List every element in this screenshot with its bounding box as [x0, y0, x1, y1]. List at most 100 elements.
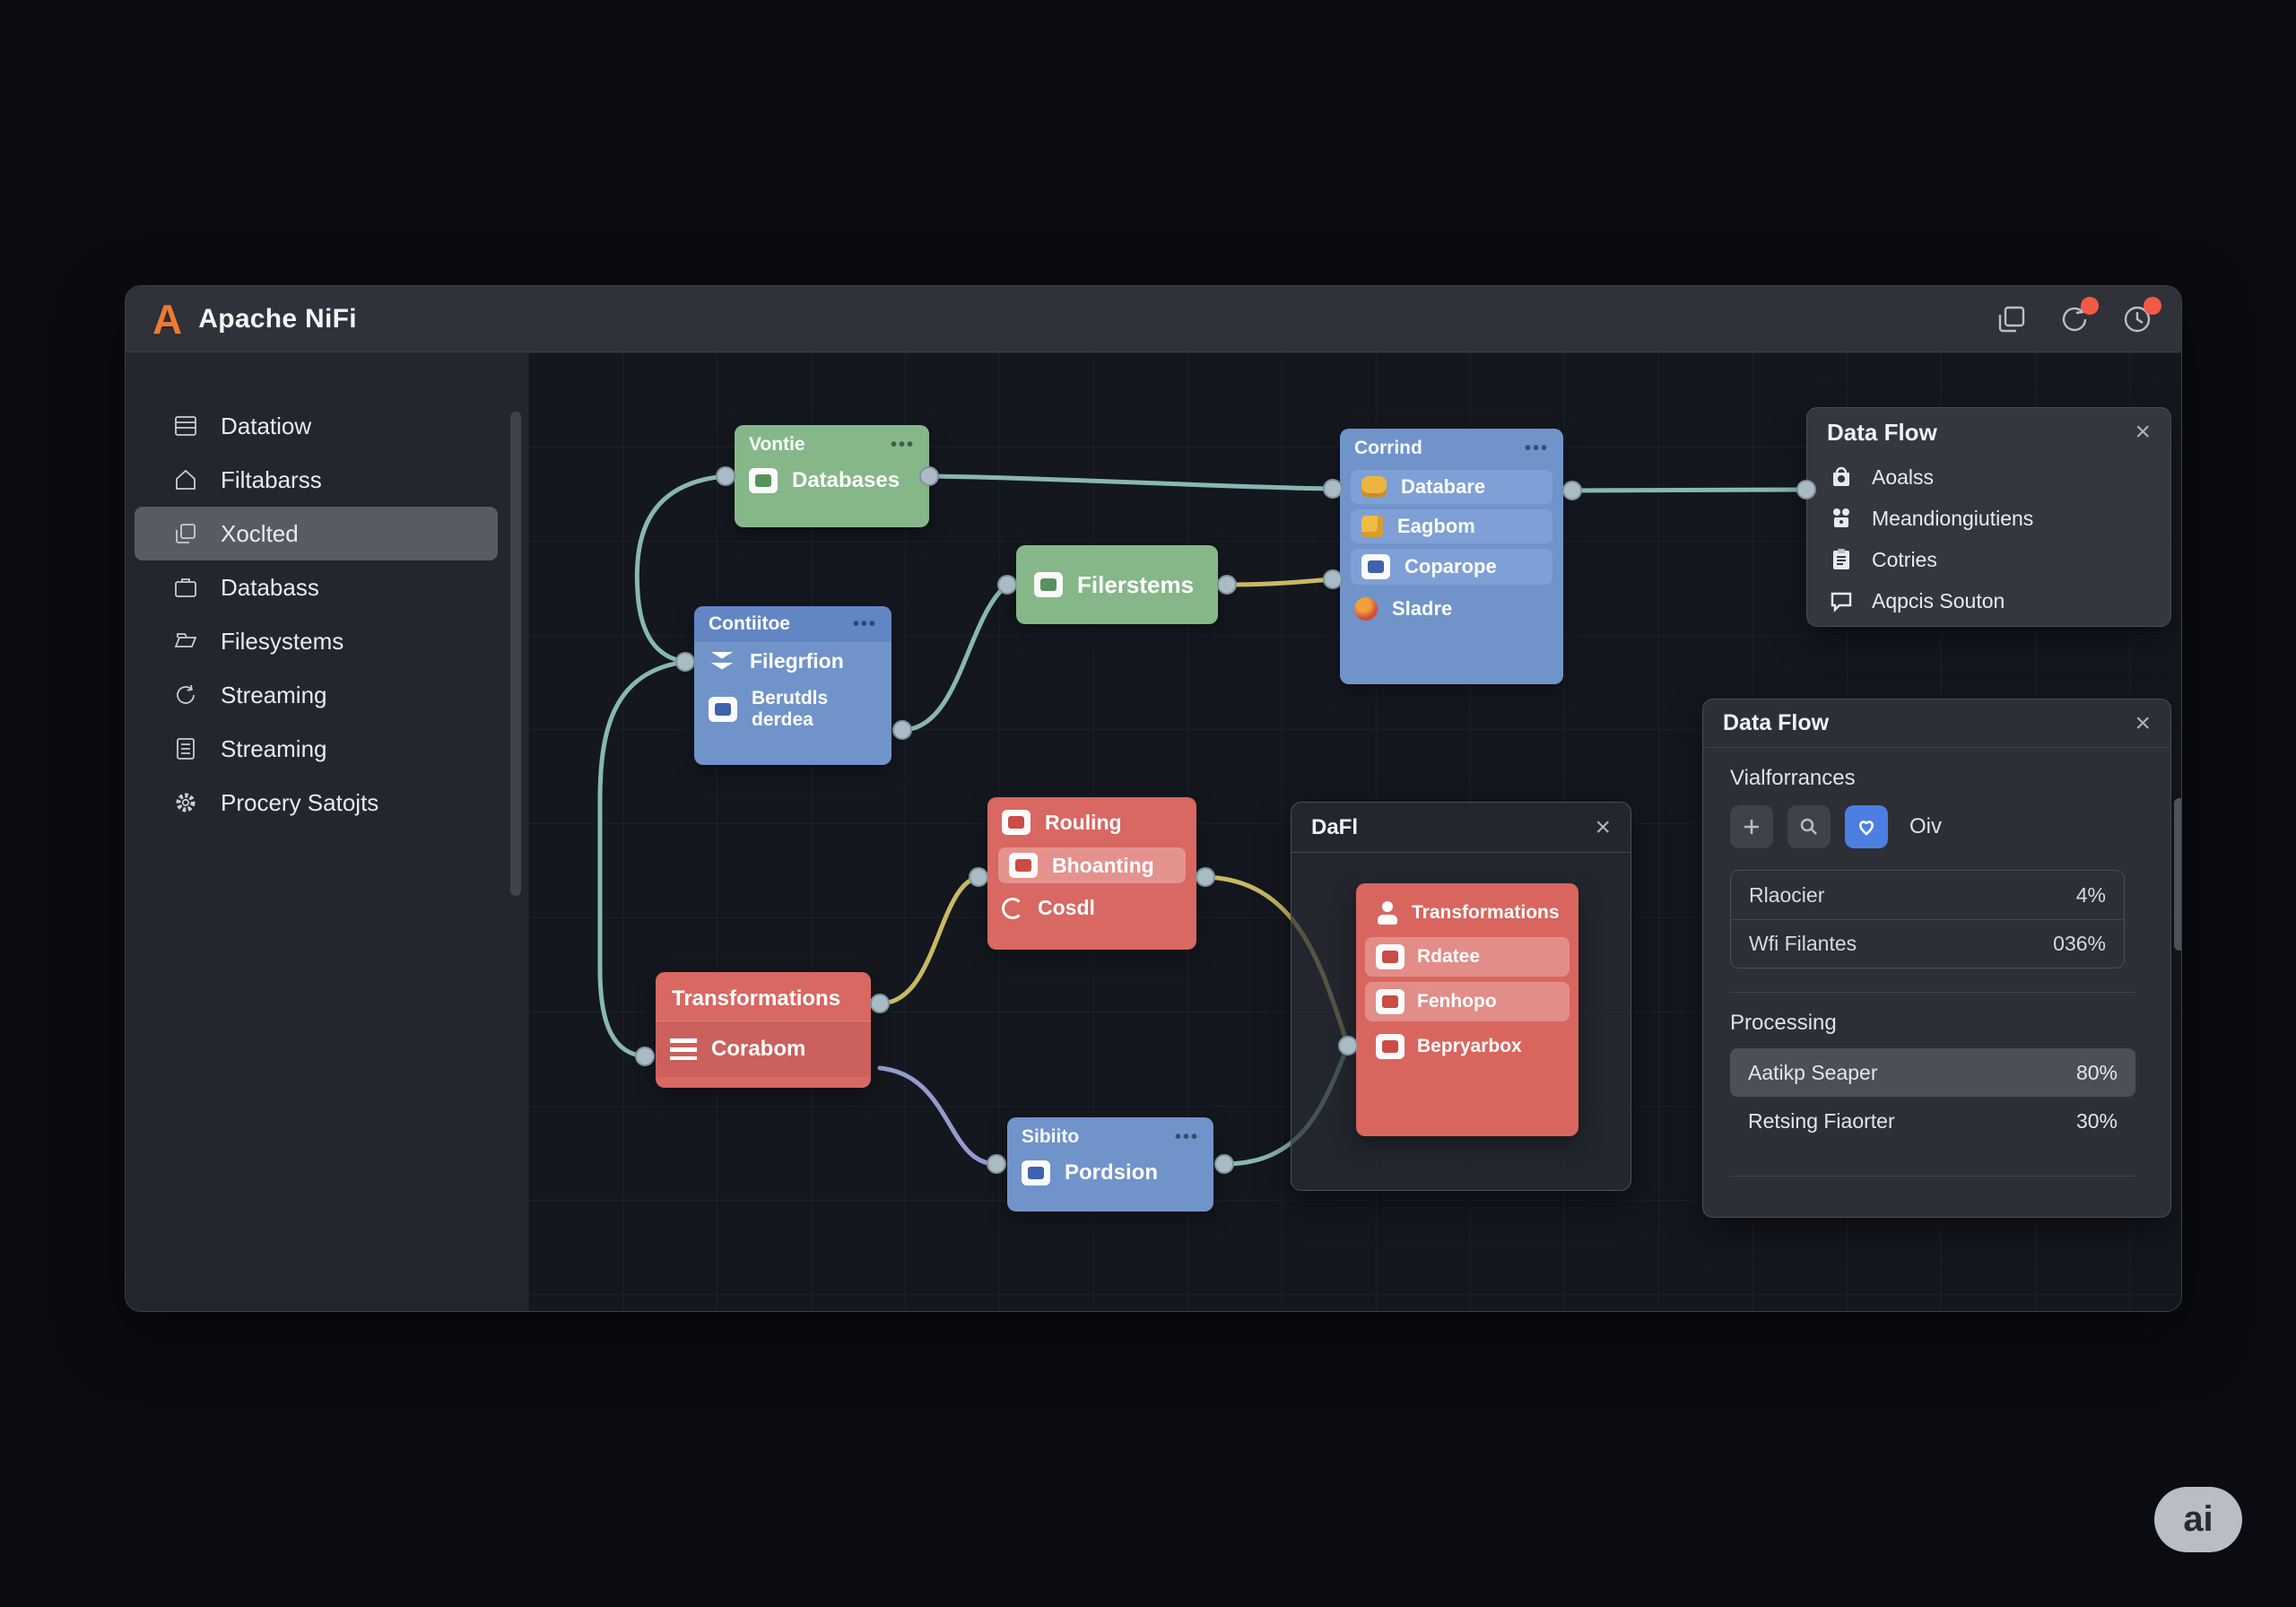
node-contiitoe[interactable]: Contiitoe ••• Filegrfion Berutdls derdea — [694, 606, 891, 765]
connection-vontie-corrind — [926, 473, 1335, 491]
process-label: Aatikp Seaper — [1748, 1060, 1878, 1084]
node-dafl-transformations[interactable]: Transformations Rdatee Fenhopo Bepryarbo… — [1356, 883, 1578, 1136]
sidebar-item-databass[interactable]: Databass — [135, 560, 498, 614]
node-row-label: Filegrfion — [750, 649, 844, 673]
node-menu-icon[interactable]: ••• — [1524, 439, 1549, 458]
node-menu-icon[interactable]: ••• — [890, 435, 915, 455]
panel-title: DaFl — [1311, 814, 1359, 839]
close-icon[interactable]: × — [2135, 708, 2151, 738]
node-vontie[interactable]: Vontie ••• Databases — [735, 425, 929, 527]
sidebar-item-streaming-1[interactable]: Streaming — [135, 668, 498, 722]
menu-item-cotries[interactable]: Cotries — [1807, 539, 2170, 580]
process-row[interactable]: Aatikp Seaper 80% — [1730, 1048, 2135, 1097]
menu-item-aqpcis-souton[interactable]: Aqpcis Souton — [1807, 580, 2170, 621]
port[interactable] — [870, 994, 890, 1013]
sidebar-item-procery-satojts[interactable]: Procery Satojts — [135, 776, 498, 830]
node-filerstems[interactable]: Filerstems — [1016, 545, 1218, 624]
favorite-button[interactable] — [1845, 805, 1888, 848]
process-value: 30% — [2075, 1108, 2118, 1133]
node-row-label: Bepryarbox — [1417, 1036, 1522, 1056]
sidebar-item-streaming-2[interactable]: Streaming — [135, 722, 498, 776]
port[interactable] — [1214, 1154, 1234, 1174]
connection-vontie-contiitoe — [634, 473, 728, 665]
connection-corrind-panel — [1570, 487, 1809, 493]
port[interactable] — [969, 867, 988, 887]
titlebar: A Apache NiFi — [126, 286, 2181, 352]
home-icon — [172, 466, 199, 493]
port[interactable] — [1217, 575, 1237, 595]
port[interactable] — [1796, 480, 1816, 499]
expand-icon[interactable] — [1995, 302, 2029, 336]
node-transformations[interactable]: Transformations Corabom — [656, 972, 871, 1088]
port[interactable] — [919, 466, 939, 486]
section-title-performance: Vialforrances — [1730, 766, 1856, 790]
nifi-logo-icon: A — [152, 295, 183, 343]
notification-dot — [2081, 296, 2099, 315]
dafl-panel[interactable]: DaFl × Transformations Rdatee Fenhopo Be… — [1291, 802, 1631, 1191]
panel-title: Data Flow — [1723, 710, 1830, 735]
port[interactable] — [1562, 481, 1582, 500]
sidebar-item-label: Datatiow — [221, 412, 312, 439]
port[interactable] — [716, 466, 735, 486]
section-title-processing: Processing — [1730, 1011, 1837, 1035]
node-menu-icon[interactable]: ••• — [852, 614, 877, 634]
sidebar-item-label: Databass — [221, 573, 319, 601]
port[interactable] — [1338, 1036, 1358, 1055]
node-sibiito[interactable]: Sibiito ••• Pordsion — [1007, 1117, 1213, 1212]
sidebar: Datatiow Filtabarss Xoclted Databass Fil… — [126, 352, 528, 1311]
node-rouling[interactable]: Rouling Bhoanting Cosdl — [987, 797, 1196, 950]
sidebar-item-filesystems[interactable]: Filesystems — [135, 614, 498, 668]
sidebar-scrollbar[interactable] — [510, 412, 521, 896]
sidebar-item-datatiow[interactable]: Datatiow — [135, 399, 498, 453]
port[interactable] — [1323, 479, 1343, 499]
loop-icon — [1002, 897, 1023, 919]
search-button[interactable] — [1787, 805, 1831, 848]
port[interactable] — [1196, 867, 1215, 887]
divider — [1730, 992, 2135, 993]
port[interactable] — [635, 1047, 655, 1066]
document-icon — [1376, 989, 1405, 1014]
node-menu-icon[interactable]: ••• — [1174, 1127, 1199, 1147]
panel-scrollbar[interactable] — [2174, 798, 2181, 951]
menu-item-aoalss[interactable]: Aoalss — [1807, 456, 2170, 498]
database-cylinder-icon — [1361, 476, 1387, 498]
port[interactable] — [1323, 569, 1343, 589]
flow-canvas[interactable]: Vontie ••• Databases Contiitoe ••• Fileg… — [528, 352, 2181, 1311]
node-row-label: Coparope — [1405, 555, 1497, 578]
menu-item-meandiongiutiens[interactable]: Meandiongiutiens — [1807, 498, 2170, 539]
menu-item-label: Aqpcis Souton — [1872, 588, 2005, 612]
port[interactable] — [675, 652, 695, 672]
close-icon[interactable]: × — [2135, 417, 2151, 447]
stat-label: Wfi Filantes — [1749, 932, 1857, 955]
document-icon — [172, 735, 199, 762]
node-row-label: Sladre — [1392, 597, 1453, 620]
stats-box: Rlaocier 4% Wfi Filantes 036% — [1730, 870, 2125, 969]
node-header: Sibiito — [1022, 1126, 1080, 1147]
add-button[interactable] — [1730, 805, 1773, 848]
sidebar-item-label: Procery Satojts — [221, 788, 379, 816]
sidebar-item-xoclted[interactable]: Xoclted — [135, 507, 498, 560]
heart-icon — [1858, 821, 1874, 836]
filesystem-icon — [1034, 572, 1063, 597]
node-corrind[interactable]: Corrind ••• Databare Eagbom Coparope Sla… — [1340, 429, 1563, 684]
sync-icon[interactable] — [2120, 296, 2161, 336]
sidebar-item-filtabarss[interactable]: Filtabarss — [135, 453, 498, 507]
close-icon[interactable]: × — [1595, 812, 1611, 842]
node-row-label: Databare — [1401, 475, 1486, 498]
filter-label: Oiv — [1909, 814, 1942, 838]
node-row-label: Bhoanting — [1052, 853, 1154, 877]
notification-dot — [2144, 296, 2161, 315]
port[interactable] — [892, 720, 912, 740]
chat-icon — [1831, 592, 1852, 612]
stat-value: 036% — [2053, 932, 2106, 955]
gear-icon — [172, 789, 199, 816]
port[interactable] — [987, 1154, 1006, 1174]
stat-row: Wfi Filantes 036% — [1731, 919, 2124, 968]
data-flow-panel-top[interactable]: Data Flow × Aoalss Meandiongiutiens Cotr… — [1806, 407, 2171, 627]
sidebar-item-label: Filesystems — [221, 627, 344, 655]
refresh-icon[interactable] — [2057, 296, 2099, 336]
process-row[interactable]: Retsing Fiaorter 30% — [1730, 1097, 2135, 1145]
document-icon — [1376, 944, 1405, 969]
port[interactable] — [997, 575, 1017, 595]
data-flow-panel-right[interactable]: Data Flow × Vialforrances Oiv Rlaocier 4… — [1702, 699, 2181, 1218]
